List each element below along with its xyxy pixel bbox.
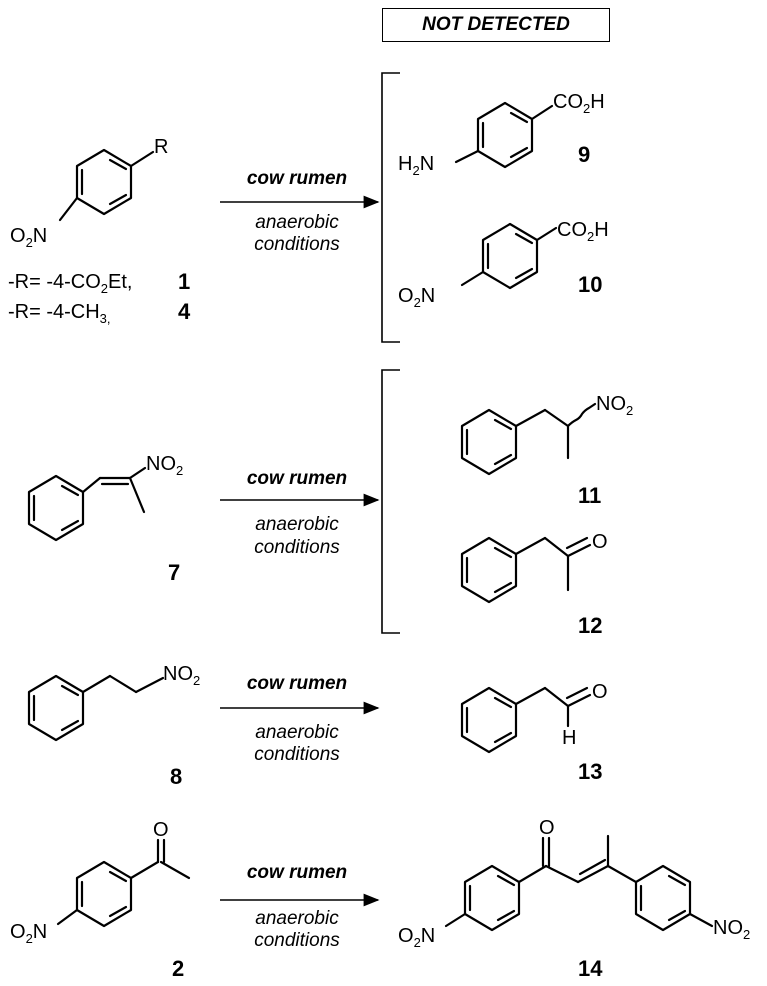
svg-text:O: O [592, 531, 608, 553]
reagent-label: cow rumen [247, 862, 347, 883]
svg-text:-R= -4-CO2Et,: -R= -4-CO2Et, [8, 271, 132, 296]
compound-number-1: 1 [178, 269, 190, 294]
compound-number-9: 9 [578, 142, 590, 167]
condition-line1: anaerobic [255, 212, 339, 233]
svg-text:NO2: NO2 [163, 663, 200, 688]
not-detected-label: NOT DETECTED [422, 14, 570, 35]
condition-line2: conditions [254, 234, 340, 255]
start-nitroacetophenone-2: O O2N 2 [10, 819, 191, 981]
compound-number-11: 11 [578, 483, 601, 508]
product-14-chalcone: O2N O NO2 14 [398, 817, 750, 981]
svg-text:NO2: NO2 [596, 393, 633, 418]
product-10-nitrobenzoic-acid: CO2H O2N 10 [398, 219, 609, 310]
compound-number-12: 12 [578, 613, 602, 638]
start-nitroethylbenzene-8: NO2 8 [27, 663, 200, 789]
condition-line1: anaerobic [255, 514, 339, 535]
compound-number-14: 14 [578, 956, 603, 981]
compound-number-4: 4 [178, 299, 191, 324]
conditions-2: cow rumen anaerobic conditions [247, 468, 347, 558]
svg-text:CO2H: CO2H [557, 219, 609, 244]
product-13-phenylacetaldehyde: O H 13 [460, 681, 608, 784]
svg-text:O2N: O2N [10, 921, 47, 946]
condition-line2: conditions [254, 537, 340, 558]
nitro-group-label: O2N [10, 225, 47, 250]
condition-line2: conditions [254, 744, 340, 765]
start-nitropropene-7: NO2 7 [27, 453, 183, 585]
svg-text:O: O [592, 681, 608, 703]
compound-number-13: 13 [578, 759, 602, 784]
svg-text:NO2: NO2 [713, 917, 750, 942]
condition-line1: anaerobic [255, 908, 339, 929]
bracket-top [381, 72, 400, 343]
svg-text:O: O [153, 819, 169, 841]
conditions-4: cow rumen anaerobic conditions [247, 862, 347, 951]
reagent-label: cow rumen [247, 673, 347, 694]
product-12-phenylacetone: O 12 [460, 531, 608, 638]
conditions-1: cow rumen anaerobic conditions [247, 168, 347, 255]
svg-text:H: H [562, 727, 576, 749]
product-9-aminobenzoic-acid: CO2H H2N 9 [398, 91, 605, 178]
reagent-label: cow rumen [247, 468, 347, 489]
svg-text:O2N: O2N [398, 285, 435, 310]
svg-text:H2N: H2N [398, 153, 434, 178]
not-detected-box: NOT DETECTED [382, 8, 610, 42]
condition-line2: conditions [254, 930, 340, 951]
bracket-middle [381, 369, 400, 634]
svg-text:NO2: NO2 [146, 453, 183, 478]
product-11-nitropropane: NO2 11 [460, 393, 633, 508]
conditions-3: cow rumen anaerobic conditions [247, 673, 347, 765]
compound-number-2: 2 [172, 956, 184, 981]
svg-text:O: O [539, 817, 555, 839]
svg-text:-R= -4-CH3,: -R= -4-CH3, [8, 301, 111, 326]
compound-number-10: 10 [578, 272, 602, 297]
r-group-label: R [154, 136, 168, 158]
reagent-label: cow rumen [247, 168, 347, 189]
svg-text:CO2H: CO2H [553, 91, 605, 116]
compound-number-8: 8 [170, 764, 182, 789]
svg-text:O2N: O2N [398, 925, 435, 950]
start-nitroarene: R O2N [10, 136, 168, 250]
compound-number-7: 7 [168, 560, 180, 585]
substituent-definitions: -R= -4-CO2Et, 1 -R= -4-CH3, 4 [8, 269, 191, 326]
condition-line1: anaerobic [255, 722, 339, 743]
